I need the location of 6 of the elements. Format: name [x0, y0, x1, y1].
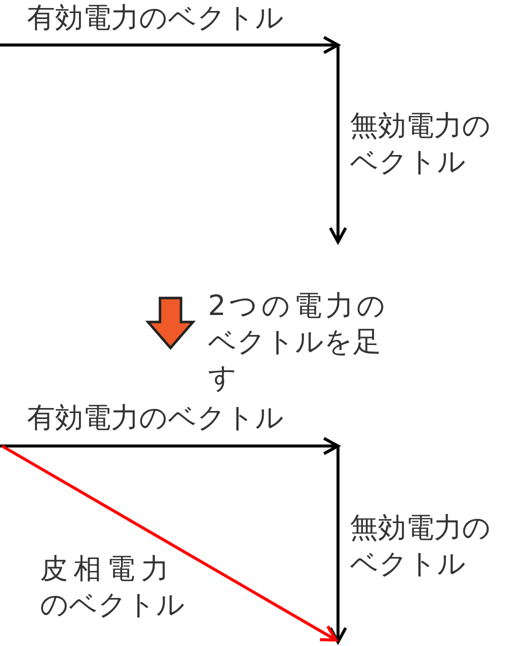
label: 皮相電力のベクトル: [40, 551, 186, 623]
label: 2つの電力のベクトルを足す: [208, 288, 390, 396]
label: 有効電力のベクトル: [27, 400, 284, 436]
label: 無効電力のベクトル: [350, 108, 492, 180]
label: 無効電力のベクトル: [350, 510, 492, 582]
label: 有効電力のベクトル: [27, 0, 284, 36]
